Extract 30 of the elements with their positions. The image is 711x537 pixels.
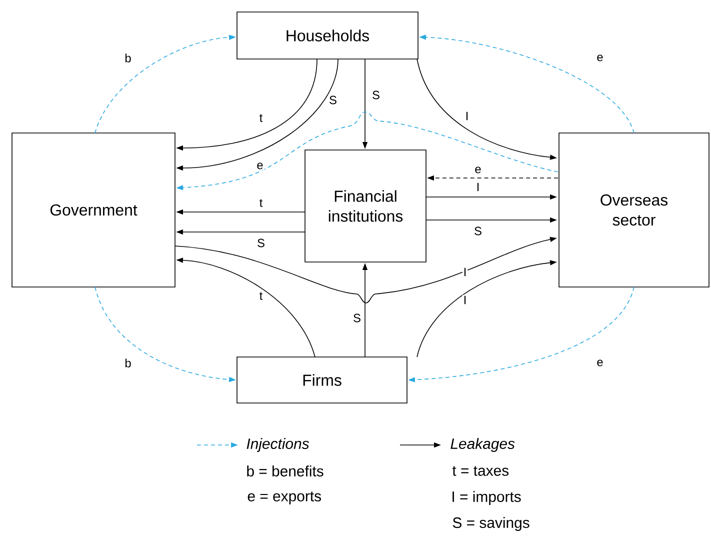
edge-label: t bbox=[258, 113, 264, 123]
edge-label: e bbox=[596, 358, 604, 368]
edge-label: e bbox=[474, 166, 482, 174]
edge-label: t bbox=[258, 291, 264, 301]
edge-label: S bbox=[352, 312, 362, 324]
sector-box: Government bbox=[12, 132, 176, 288]
sector-box: Financial institutions bbox=[304, 150, 426, 262]
key-text: S = savings bbox=[452, 517, 530, 531]
key-text: I = imports bbox=[452, 491, 521, 505]
sector-box: Firms bbox=[236, 356, 408, 404]
edge-label: I bbox=[464, 110, 470, 122]
legend-label: Injections bbox=[246, 438, 310, 452]
edge-label: b bbox=[124, 52, 132, 64]
key-text: t = taxes bbox=[452, 466, 509, 476]
edge-label: I bbox=[462, 294, 468, 306]
edge-label: e bbox=[256, 162, 264, 170]
key-text: b = benefits bbox=[247, 466, 324, 476]
edge-label: I bbox=[462, 266, 468, 278]
edge-label: S bbox=[473, 226, 483, 236]
edge-label: S bbox=[328, 94, 338, 106]
edge-label: t bbox=[258, 198, 264, 208]
edge-label: S bbox=[256, 238, 266, 248]
edge-label: b bbox=[124, 358, 132, 368]
legend-label: Leakages bbox=[450, 438, 515, 452]
edge-label: I bbox=[475, 182, 481, 192]
sector-box: Households bbox=[236, 12, 418, 60]
edge-label: e bbox=[596, 54, 604, 62]
sector-box: Overseas sector bbox=[558, 132, 710, 288]
edge-label: S bbox=[371, 90, 381, 100]
key-text: e = exports bbox=[248, 492, 321, 504]
